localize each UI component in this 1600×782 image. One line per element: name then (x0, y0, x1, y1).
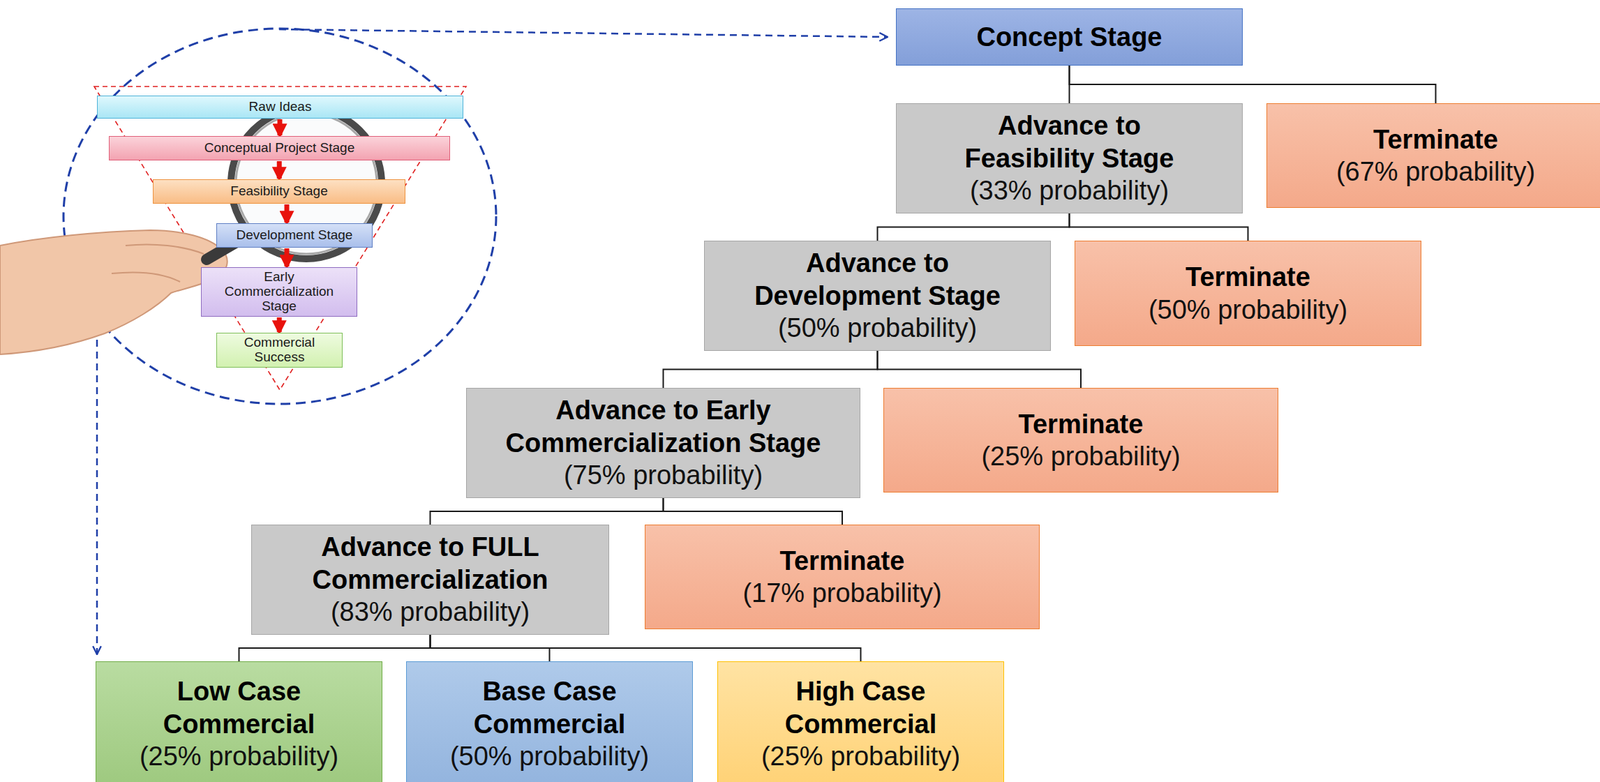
funnel-arrow (277, 161, 282, 179)
hand-shape (0, 230, 228, 355)
probability-text: (67% probability) (1336, 155, 1536, 188)
stage-title: Low Case Commercial (104, 675, 374, 741)
advance-box: Advance to Feasibility Stage(33% probabi… (895, 103, 1243, 214)
band-label: Development Stage (236, 228, 354, 243)
stage-title: Advance to Early Commercialization Stage (475, 394, 852, 460)
terminate-box: Terminate(17% probability) (644, 524, 1040, 630)
tree-connector (430, 634, 862, 662)
stage-title: Terminate (1373, 123, 1499, 156)
band-label: Commercial Success (221, 335, 338, 365)
probability-text: (50% probability) (778, 311, 977, 345)
funnel-arrow (277, 119, 283, 136)
probability-text: (50% probability) (1148, 293, 1348, 326)
stage-title: Base Case Commercial (415, 675, 684, 741)
zoom-leader (96, 327, 99, 655)
funnel-band: Conceptual Project Stage (108, 136, 451, 161)
stage-title: Terminate (780, 544, 906, 578)
outcome-box: Low Case Commercial(25% probability) (95, 661, 383, 782)
funnel-arrow (284, 204, 290, 223)
outcome-box: Base Case Commercial(50% probability) (406, 661, 693, 782)
tree-connector (430, 498, 664, 525)
probability-text: (50% probability) (450, 740, 649, 773)
probability-text: (75% probability) (563, 459, 763, 492)
stage-title: Terminate (1185, 260, 1311, 294)
terminate-box: Terminate(67% probability) (1266, 103, 1600, 208)
probability-text: (33% probability) (969, 174, 1169, 207)
funnel-band: Raw Ideas (96, 95, 464, 119)
band-label: Conceptual Project Stage (204, 140, 355, 156)
funnel-arrow (284, 248, 290, 267)
tree-connector (1069, 65, 1437, 104)
advance-box: Advance to FULL Commercialization(83% pr… (251, 524, 610, 635)
probability-text: (25% probability) (139, 740, 339, 773)
finger-line (111, 272, 181, 283)
probability-text: (83% probability) (330, 595, 530, 628)
tree-connector (877, 350, 1082, 388)
stage-title: Advance to FULL Commercialization (260, 531, 601, 596)
stage-title: Advance to Feasibility Stage (940, 109, 1199, 175)
terminate-box: Terminate(25% probability) (883, 387, 1279, 493)
funnel-band: Development Stage (216, 223, 373, 248)
zoom-leader (279, 29, 888, 37)
funnel-arrow (277, 317, 282, 333)
tree-connector (1069, 213, 1249, 241)
advance-box: Advance to Development Stage(50% probabi… (704, 240, 1051, 351)
band-label: Feasibility Stage (230, 184, 328, 199)
tree-connector (663, 498, 843, 525)
stage-title: High Case Commercial (726, 675, 996, 741)
focus-circle (63, 28, 497, 405)
advance-box: Advance to Early Commercialization Stage… (466, 387, 861, 499)
stage-title: Concept Stage (976, 20, 1162, 54)
tree-connector (877, 213, 1070, 241)
terminate-box: Terminate(50% probability) (1074, 240, 1422, 347)
stage-title: Advance to Development Stage (731, 247, 1025, 312)
funnel-band: Early Commercialization Stage (200, 267, 358, 317)
probability-text: (25% probability) (981, 440, 1180, 473)
hand-figure (0, 230, 228, 355)
stage-box: Concept Stage (895, 8, 1243, 66)
probability-text: (25% probability) (761, 740, 961, 773)
band-label: Early Commercialization Stage (216, 270, 342, 314)
stage-title: Terminate (1018, 408, 1144, 441)
outcome-box: High Case Commercial(25% probability) (717, 661, 1005, 782)
probability-text: (17% probability) (742, 577, 942, 610)
funnel-band: Feasibility Stage (152, 179, 406, 204)
tree-connector (663, 350, 878, 388)
finger-line (125, 244, 204, 255)
funnel-band: Commercial Success (216, 332, 343, 368)
band-label: Raw Ideas (249, 99, 312, 115)
tree-connector (239, 634, 431, 662)
